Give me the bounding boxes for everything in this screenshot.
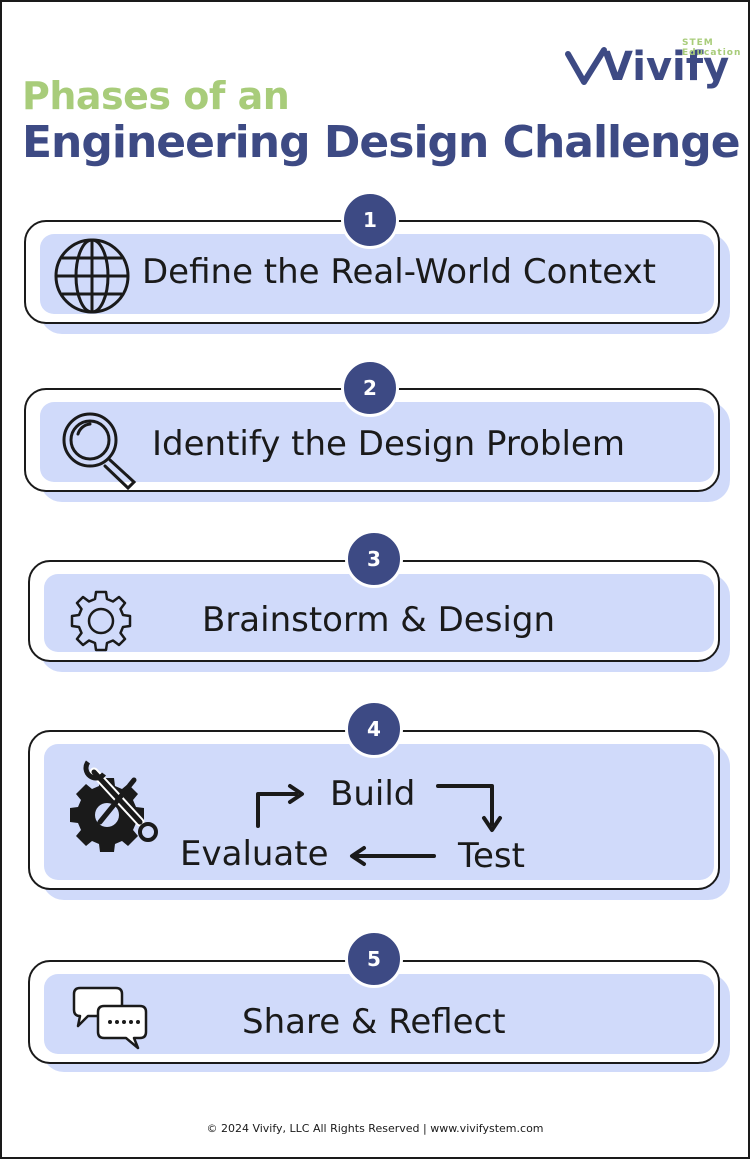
phase-5-label: Share & Reflect: [242, 1002, 506, 1042]
phase-3-label: Brainstorm & Design: [202, 600, 555, 640]
footer-copyright: © 2024 Vivify, LLC All Rights Reserved |…: [206, 1122, 544, 1135]
phase-4-badge: 4: [345, 700, 403, 758]
logo-tagline: STEM Education: [682, 38, 742, 58]
cycle-build-label: Build: [330, 774, 416, 814]
title-line-1: Phases of an: [22, 74, 290, 118]
cycle-test-label: Test: [458, 836, 525, 876]
logo-swoosh-icon: [565, 47, 607, 85]
magnifier-icon: [62, 412, 137, 490]
vivify-logo: Vivify STEM Education: [562, 38, 740, 108]
globe-icon: [54, 238, 130, 314]
cycle-arrows-icon: [256, 784, 502, 866]
cycle-evaluate-label: Evaluate: [180, 834, 329, 874]
chat-bubbles-icon: [72, 986, 148, 1050]
logo-word: Vivify: [602, 44, 730, 90]
tools-gear-icon: [70, 760, 158, 852]
phase-5-badge: 5: [345, 930, 403, 988]
phase-1-badge: 1: [341, 191, 399, 249]
phase-2-label: Identify the Design Problem: [152, 424, 625, 464]
phase-1-label: Define the Real-World Context: [142, 252, 657, 292]
gear-icon: [70, 590, 132, 652]
phase-3-badge: 3: [345, 530, 403, 588]
title-line-2: Engineering Design Challenge: [22, 117, 741, 168]
phase-2-badge: 2: [341, 359, 399, 417]
